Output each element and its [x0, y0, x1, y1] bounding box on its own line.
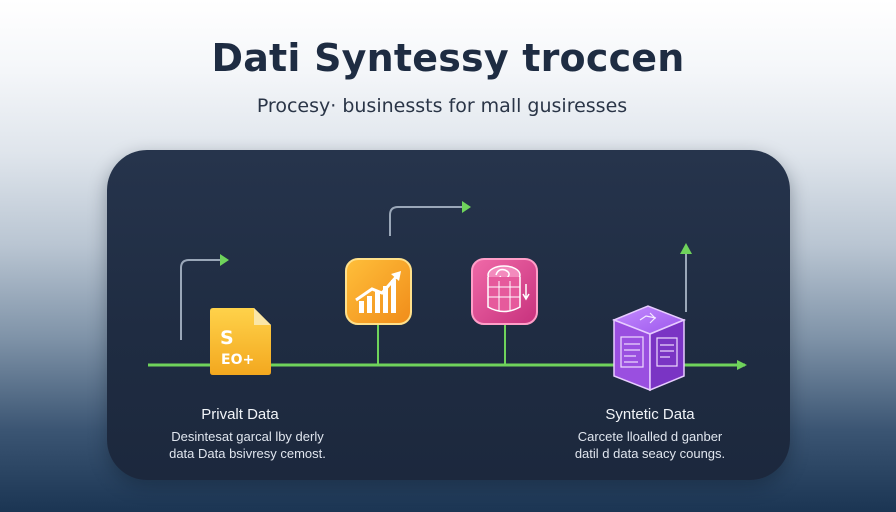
page-title: Dati Syntessy troccen — [211, 36, 685, 80]
document-dollar-icon: S EO+ — [210, 308, 271, 375]
data-cube-icon — [611, 305, 687, 392]
connector-arrow-2-head — [462, 201, 471, 213]
connector-arrow-3-head — [680, 243, 692, 254]
growth-chart-icon — [345, 258, 412, 325]
connector-arrow-1 — [180, 259, 226, 340]
private-data-title: Privalt Data — [201, 406, 279, 423]
document-glyph-top: S — [220, 327, 234, 349]
private-data-desc-line-1: Desintesat garcal lby derly — [171, 429, 324, 444]
swirl-database-icon — [471, 258, 538, 325]
synthetic-data-title: Syntetic Data — [605, 406, 695, 423]
synthetic-data-description: Carcete lloalled d ganber datil d data s… — [545, 428, 755, 462]
connector-arrow-2 — [389, 206, 468, 236]
connector-arrow-1-head — [220, 254, 229, 266]
synthetic-data-desc-line-1: Carcete lloalled d ganber — [577, 429, 723, 444]
page-subtitle: Procesy· businessts for mall gusiresses — [256, 95, 628, 117]
synthetic-data-desc-line-2: datil d data seacy coungs. — [574, 446, 726, 461]
document-glyph-bottom: EO+ — [221, 352, 254, 368]
private-data-description: Desintesat garcal lby derly data Data bs… — [140, 428, 355, 462]
private-data-desc-line-2: data Data bsivresy cemost. — [169, 446, 326, 461]
